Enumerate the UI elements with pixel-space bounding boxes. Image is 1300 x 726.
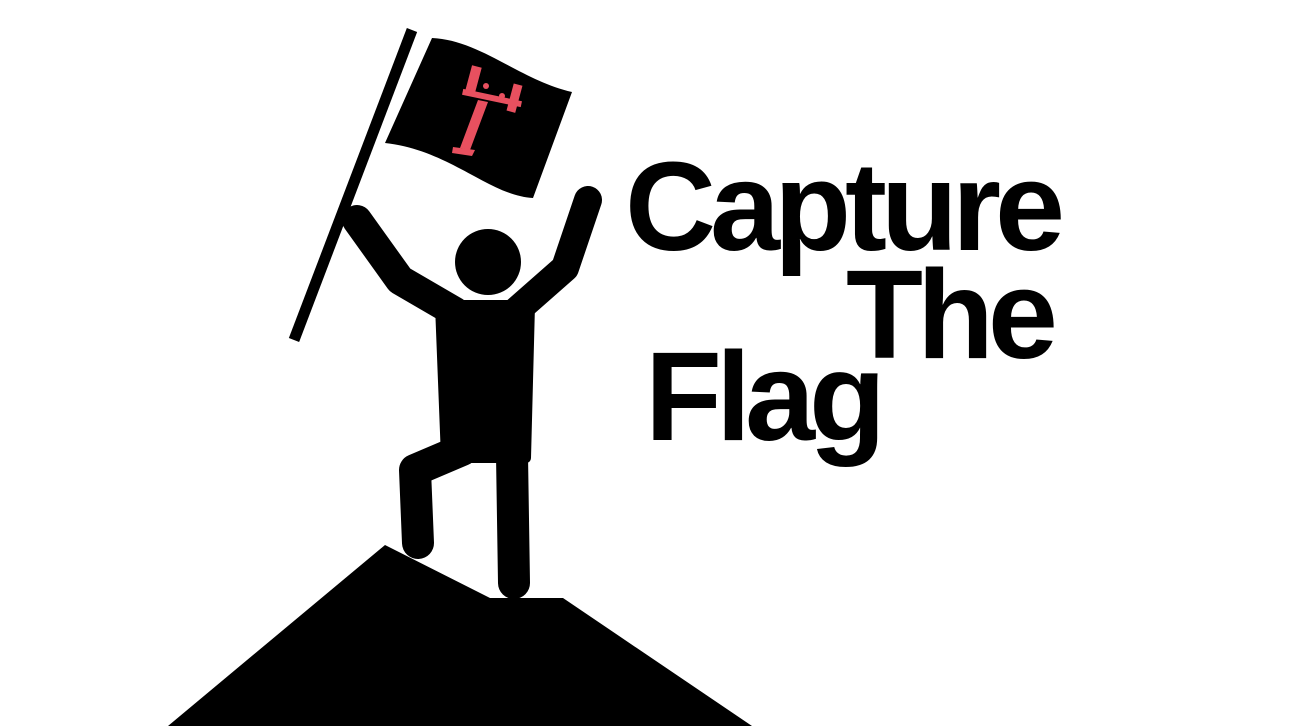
flag-emblem-letter: T	[0, 0, 1, 1]
flag-emblem-icon	[452, 65, 523, 156]
right-arm	[501, 186, 602, 326]
head	[455, 229, 521, 295]
flag-pole	[288, 28, 418, 342]
stick-figure	[342, 186, 602, 599]
mountain	[168, 545, 752, 726]
right-leg	[496, 439, 530, 599]
title-line-the: The	[846, 244, 1054, 385]
left-leg	[399, 434, 478, 559]
torso	[435, 300, 535, 463]
title-line-flag: Flag	[645, 326, 880, 467]
left-arm	[342, 205, 470, 327]
title-line-capture: Capture	[625, 136, 1061, 277]
